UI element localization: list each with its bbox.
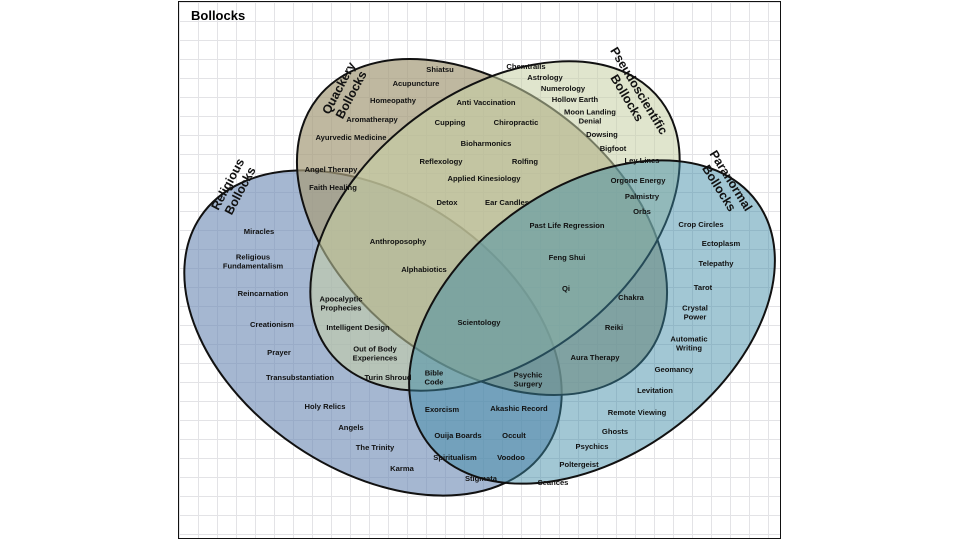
venn-item-label: Rolfing xyxy=(512,157,539,166)
venn-item-label: Orbs xyxy=(633,207,651,216)
venn-item-label: Anthroposophy xyxy=(370,237,427,246)
venn-item-label: Crop Circles xyxy=(678,220,723,229)
venn-item-label: Telepathy xyxy=(699,259,735,268)
venn-item-label: Ear Candles xyxy=(485,198,529,207)
pseudoscientific-set-ellipse xyxy=(309,60,681,392)
venn-item-label: Faith Healing xyxy=(309,183,357,192)
venn-item-label: Miracles xyxy=(244,227,274,236)
venn-item-label: Levitation xyxy=(637,386,673,395)
venn-item-label: Ghosts xyxy=(602,427,628,436)
venn-item-label: Bioharmonics xyxy=(461,139,512,148)
venn-item-label: Past Life Regression xyxy=(529,221,604,230)
venn-item-label: Prayer xyxy=(267,348,291,357)
venn-item-label: Holy Relics xyxy=(305,402,346,411)
venn-item-label: Poltergeist xyxy=(559,460,599,469)
venn-item-label: Intelligent Design xyxy=(326,323,390,332)
venn-item-label: Occult xyxy=(502,431,526,440)
venn-item-label: Angel Therapy xyxy=(305,165,359,174)
venn-item-label: Voodoo xyxy=(497,453,525,462)
venn-item-label: Spiritualism xyxy=(433,453,477,462)
venn-item-label: Karma xyxy=(390,464,414,473)
venn-item-label: Chemtrails xyxy=(506,62,545,71)
venn-item-label: Detox xyxy=(436,198,458,207)
venn-item-label: Geomancy xyxy=(655,365,695,374)
venn-item-label: Dowsing xyxy=(586,130,618,139)
venn-item-label: Acupuncture xyxy=(393,79,440,88)
venn-item-label: Astrology xyxy=(527,73,563,82)
venn-item-label: Reflexology xyxy=(419,157,463,166)
venn-item-label: Homeopathy xyxy=(370,96,417,105)
venn-item-label: Alphabiotics xyxy=(401,265,447,274)
venn-item-label: The Trinity xyxy=(356,443,395,452)
venn-item-label: Palmistry xyxy=(625,192,660,201)
venn-item-label: Chakra xyxy=(618,293,645,302)
venn-item-label: Reiki xyxy=(605,323,623,332)
venn-item-label: Ley Lines xyxy=(624,156,659,165)
venn-item-label: Scientology xyxy=(457,318,501,327)
venn-item-label: Stigmata xyxy=(465,474,498,483)
venn-item-label: Numerology xyxy=(541,84,586,93)
venn-item-label: Ayurvedic Medicine xyxy=(315,133,386,142)
venn-item-label: Aura Therapy xyxy=(571,353,621,362)
paranormal-set-ellipse xyxy=(408,159,776,485)
venn-item-label: Feng Shui xyxy=(549,253,586,262)
venn-item-label: Psychics xyxy=(576,442,609,451)
venn-item-label: Angels xyxy=(338,423,363,432)
venn-item-label: Ouija Boards xyxy=(434,431,481,440)
venn-item-label: Remote Viewing xyxy=(608,408,667,417)
venn-item-label: Bigfoot xyxy=(600,144,627,153)
venn-item-label: Cupping xyxy=(435,118,466,127)
venn-item-label: Turin Shroud xyxy=(364,373,411,382)
venn-item-label: Seances xyxy=(538,478,569,487)
venn-item-label: Ectoplasm xyxy=(702,239,741,248)
venn-item-label: Anti Vaccination xyxy=(456,98,515,107)
venn-item-label: Akashic Record xyxy=(490,404,548,413)
venn-item-label: Creationism xyxy=(250,320,294,329)
venn-item-label: Reincarnation xyxy=(238,289,289,298)
venn-item-label: Shiatsu xyxy=(426,65,454,74)
venn-item-label: Orgone Energy xyxy=(611,176,667,185)
venn-item-label: Hollow Earth xyxy=(552,95,599,104)
venn-item-label: Chiropractic xyxy=(494,118,539,127)
venn-item-label: Qi xyxy=(562,284,570,293)
venn-item-label: Aromatherapy xyxy=(346,115,398,124)
venn-item-label: Exorcism xyxy=(425,405,459,414)
venn-item-label: Applied Kinesiology xyxy=(448,174,522,183)
venn-item-label: Transubstantiation xyxy=(266,373,334,382)
venn-item-label: Tarot xyxy=(694,283,713,292)
diagram-title: Bollocks xyxy=(191,8,246,23)
